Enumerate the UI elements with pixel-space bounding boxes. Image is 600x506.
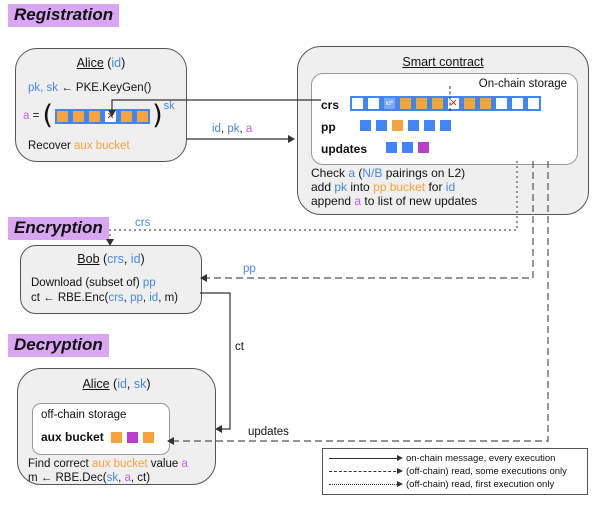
magenta-slot — [126, 431, 138, 443]
updates-arrow-label: updates — [248, 426, 289, 438]
legend-item-offchain-some: (off-chain) read, some executions only — [329, 466, 581, 477]
blue-slot — [386, 142, 397, 153]
orange-slot — [121, 110, 133, 122]
dashed-arrow-sample — [329, 468, 403, 474]
solid-arrow-sample — [329, 455, 403, 461]
id-star-slot: id* — [384, 98, 395, 109]
keygen-line: pk, sk ← PKE.KeyGen() — [28, 82, 152, 94]
orange-slot — [89, 110, 101, 122]
smart-contract-title: Smart contract — [402, 55, 484, 69]
smart-contract-box: Smart contract On-chain storage crs id* ✕… — [297, 46, 589, 215]
download-line: Download (subset of) pp — [31, 277, 156, 289]
decryption-title: Decryption — [8, 334, 109, 357]
orange-slot — [416, 98, 427, 109]
x-marked-slot: ✕ — [105, 110, 117, 122]
ct-arrow-label: ct — [235, 341, 244, 353]
aux-bucket-row: aux bucket — [41, 430, 154, 444]
recover-line: Recover aux bucket — [28, 140, 130, 152]
blue-slot — [408, 120, 419, 131]
close-paren: ) — [152, 100, 163, 131]
orange-slot — [392, 120, 403, 131]
find-line: Find correct aux bucket value a — [28, 458, 188, 470]
crs-bar: id* ✕ — [350, 96, 541, 111]
append-line: append a to list of new updates — [311, 194, 478, 208]
enc-line: ct ← RBE.Enc(crs, pp, id, m) — [31, 292, 179, 304]
registration-title: Registration — [8, 4, 120, 27]
alice-decryption-box-title: Alice (id, sk) — [82, 377, 151, 391]
arrowhead-icon — [397, 455, 403, 461]
orange-slot — [432, 98, 443, 109]
white-slot — [512, 98, 523, 109]
a-equation: a = (✕)sk — [23, 100, 175, 131]
legend-item-onchain: on-chain message, every execution — [329, 453, 581, 464]
white-slot — [352, 98, 363, 109]
orange-slot — [110, 431, 122, 443]
blue-slot — [424, 120, 435, 131]
crs-arrow-label: crs — [135, 217, 151, 229]
orange-slot — [464, 98, 475, 109]
dec-line: m ← RBE.Dec(sk, a, ct) — [28, 472, 151, 484]
aux-bucket-squares — [110, 431, 154, 443]
on-chain-storage-label: On-chain storage — [478, 78, 567, 90]
alice-decryption-box: Alice (id, sk) off-chain storage aux buc… — [17, 368, 216, 485]
blue-slot — [402, 142, 413, 153]
legend-item-offchain-first: (off-chain) read, first execution only — [329, 479, 581, 490]
blue-slot — [440, 120, 451, 131]
bob-name: Bob — [77, 252, 100, 266]
pp-arrow-label: pp — [243, 263, 256, 275]
on-chain-storage-box: On-chain storage crs id* ✕ pp updates — [311, 73, 578, 165]
alice-registration-box-title: Alice (id) — [76, 56, 126, 70]
blue-slot — [376, 120, 387, 131]
white-slot — [528, 98, 539, 109]
orange-slot — [57, 110, 69, 122]
open-paren: ( — [42, 100, 54, 131]
bob-box-title: Bob (crs, id) — [77, 252, 145, 266]
encryption-title: Encryption — [8, 217, 109, 240]
white-slot — [368, 98, 379, 109]
off-chain-storage-box: off-chain storage aux bucket — [32, 403, 170, 455]
crs-row-label: crs — [321, 98, 340, 112]
connector-id-pk-a — [186, 135, 295, 143]
updates-squares — [386, 142, 429, 153]
magenta-slot — [418, 142, 429, 153]
aux-bucket-label: aux bucket — [41, 430, 104, 444]
orange-slot — [400, 98, 411, 109]
bob-box: Bob (crs, id) Download (subset of) pp ct… — [20, 245, 202, 314]
dotted-arrow-sample — [329, 481, 403, 487]
sk-exponent: sk — [163, 100, 175, 113]
check-line: Check a (N/B pairings on L2) — [311, 166, 466, 180]
arrowhead-icon — [397, 481, 403, 487]
off-chain-storage-label: off-chain storage — [41, 409, 127, 421]
id-pk-a-arrow-label: id, pk, a — [212, 123, 253, 135]
pp-row-label: pp — [321, 120, 336, 134]
pp-squares — [360, 120, 451, 131]
orange-slot — [73, 110, 85, 122]
id-param: id — [111, 56, 122, 70]
blue-slot — [360, 120, 371, 131]
orange-slot — [142, 431, 154, 443]
aux-bucket-graphic: ✕ — [55, 108, 151, 124]
alice-name: Alice — [76, 56, 104, 70]
x-marked-slot: ✕ — [448, 98, 459, 109]
white-slot — [496, 98, 507, 109]
legend-box: on-chain message, every execution (off-c… — [322, 448, 588, 495]
updates-row-label: updates — [321, 142, 368, 156]
arrowhead-icon — [397, 468, 403, 474]
orange-slot — [137, 110, 149, 122]
add-line: add pk into pp bucket for id — [311, 180, 456, 194]
alice-registration-box: Alice (id) pk, sk ← PKE.KeyGen() a = (✕)… — [15, 48, 187, 162]
orange-slot — [480, 98, 491, 109]
contract-logic-text: Check a (N/B pairings on L2) add pk into… — [311, 166, 477, 208]
